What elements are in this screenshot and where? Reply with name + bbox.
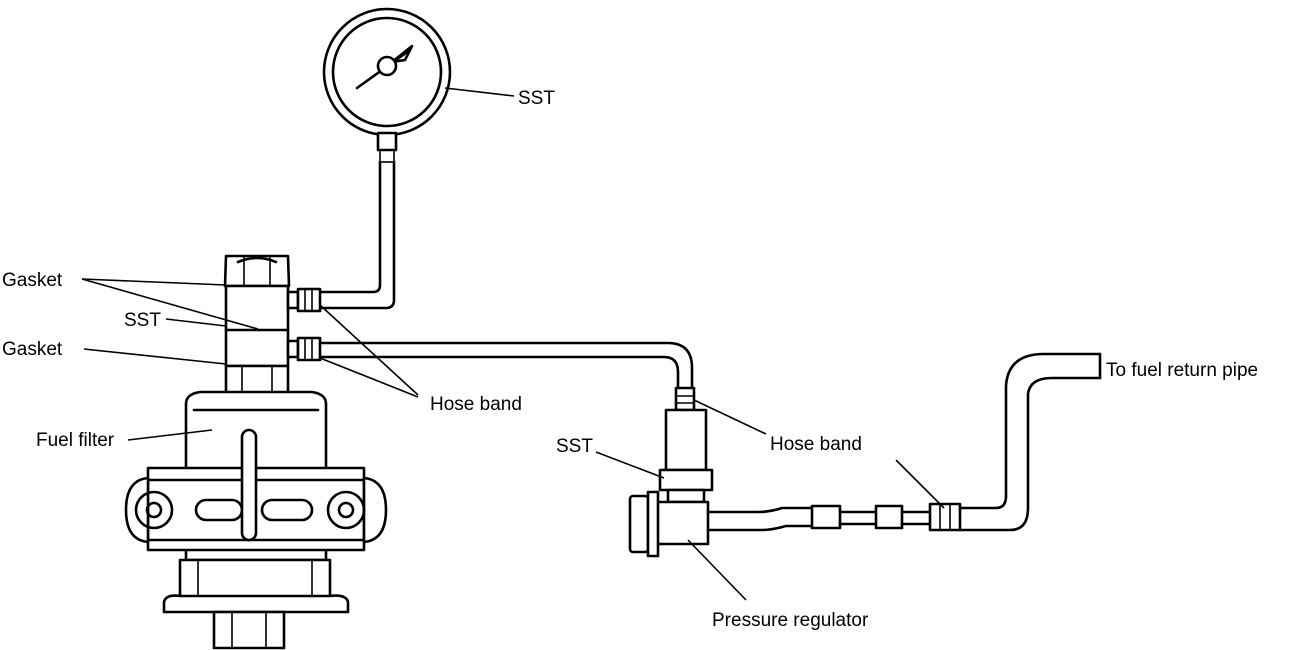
label-sst-gauge: SST: [518, 88, 555, 109]
return-hose: [706, 506, 814, 514]
fuel-filter: [124, 254, 388, 650]
gauge-hose: [316, 160, 382, 294]
label-gasket-top: Gasket: [2, 270, 63, 291]
label-gasket-bottom: Gasket: [2, 339, 63, 360]
label-pressure-regulator: Pressure regulator: [712, 610, 869, 631]
leader-lines: [81, 87, 945, 601]
label-sst-union: SST: [124, 310, 161, 331]
label-hose-band-right: Hose band: [770, 434, 862, 455]
regulator-feed-hose: [318, 341, 694, 392]
label-sst-regulator: SST: [556, 436, 593, 457]
pressure-regulator: [628, 386, 714, 558]
label-to-fuel-return-pipe: To fuel return pipe: [1106, 360, 1258, 381]
fuel-return-pipe: [958, 352, 1102, 510]
label-fuel-filter: Fuel filter: [36, 430, 115, 451]
label-hose-band-left: Hose band: [430, 394, 522, 415]
pressure-gauge: [322, 7, 452, 163]
